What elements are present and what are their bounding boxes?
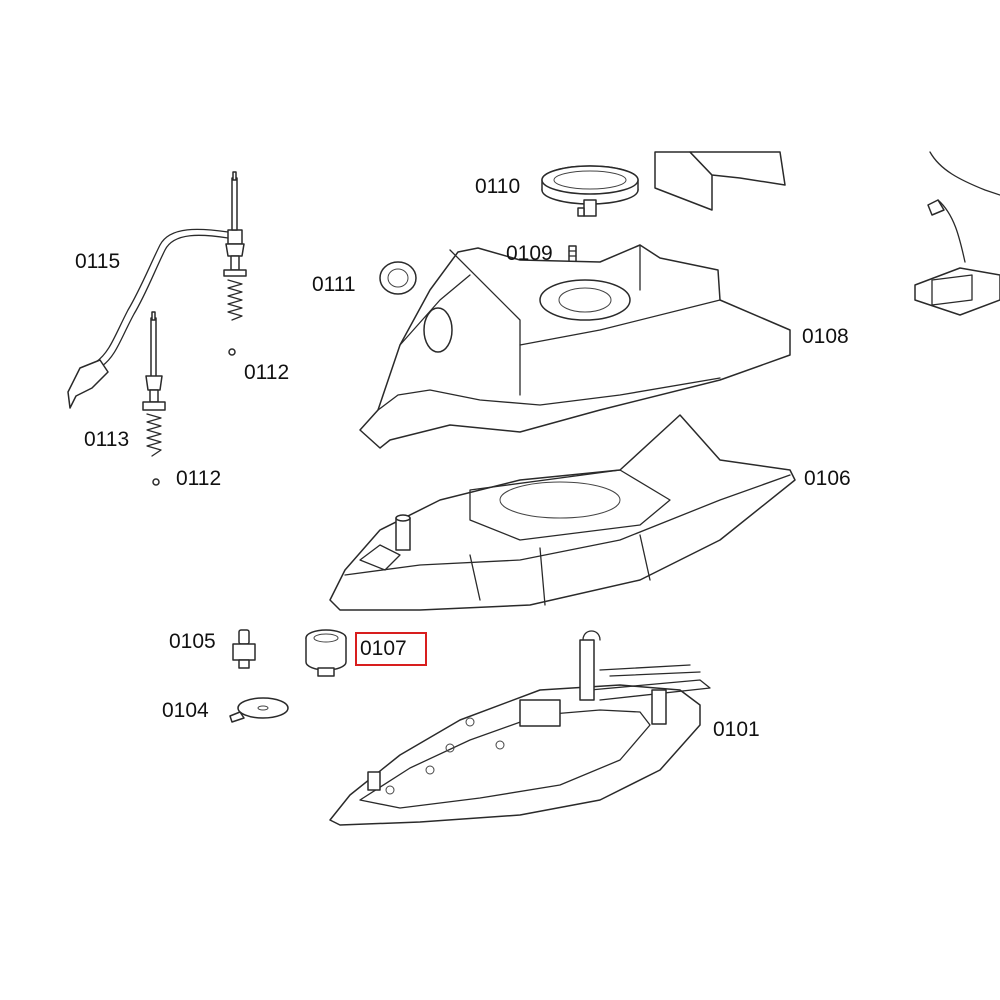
- part-0109-screw: [568, 245, 577, 263]
- part-0106-housing: [329, 414, 796, 611]
- label-0106: 0106: [804, 467, 851, 490]
- part-0104-disc: [229, 697, 289, 723]
- label-0105: 0105: [169, 630, 216, 653]
- label-0110: 0110: [475, 175, 521, 198]
- part-0115-cord: [67, 171, 247, 409]
- label-0115: 0115: [75, 250, 121, 273]
- part-0110-knob: [541, 165, 639, 217]
- label-0112-upper: 0112: [244, 361, 290, 384]
- part-0112-a: [228, 348, 236, 356]
- label-0101: 0101: [713, 718, 760, 741]
- part-0111-ring: [379, 261, 417, 295]
- part-0112-b: [152, 478, 160, 486]
- part-0101-soleplate: [329, 630, 711, 826]
- label-0111: 0111: [312, 273, 356, 296]
- label-0108: 0108: [802, 325, 849, 348]
- label-0112-lower: 0112: [176, 467, 222, 490]
- part-top-fragment: [654, 151, 1000, 316]
- label-0113: 0113: [84, 428, 130, 451]
- part-0107-seal: [305, 629, 347, 677]
- part-0108-upper-housing: [359, 244, 791, 449]
- label-0104: 0104: [162, 699, 209, 722]
- part-0113-pin: [142, 311, 166, 457]
- label-0109: 0109: [506, 242, 553, 265]
- part-0105-valve: [232, 629, 256, 669]
- label-0107: 0107: [360, 637, 407, 660]
- highlight-box-0107: [355, 632, 427, 666]
